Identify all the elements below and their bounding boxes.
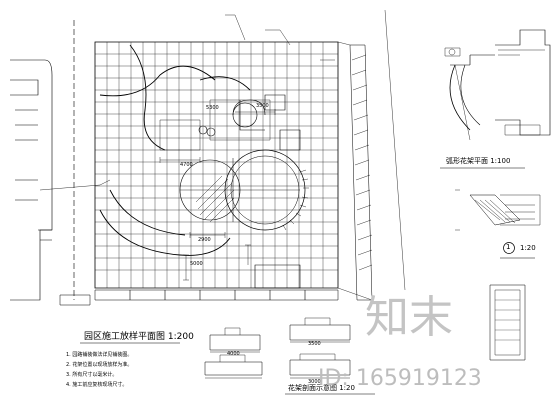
detail-arc-plan bbox=[444, 29, 551, 141]
detail-plan-title: 弧形花架平面 1:100 bbox=[446, 157, 511, 165]
dimension-lines bbox=[159, 109, 276, 281]
note-line: 2. 花架位置以现场放样为准。 bbox=[66, 362, 133, 368]
dimension-label: 5000 bbox=[190, 261, 203, 267]
paving-grid bbox=[95, 42, 338, 288]
note-line: 4. 施工前应复核现场尺寸。 bbox=[66, 382, 128, 388]
curved-paths bbox=[99, 44, 251, 256]
leader-lines bbox=[39, 14, 335, 191]
structure-boxes bbox=[159, 94, 301, 289]
site-boundary bbox=[94, 41, 339, 289]
column-detail bbox=[489, 284, 526, 361]
diagonal-strip bbox=[337, 9, 406, 301]
note-line: 3. 所有尺寸以毫米计。 bbox=[66, 372, 118, 378]
pergola-ring bbox=[282, 169, 309, 231]
hatch-area bbox=[195, 175, 235, 223]
building-outline bbox=[10, 59, 53, 301]
dimension-label: 4700 bbox=[180, 162, 193, 168]
section-number: 1 bbox=[506, 243, 511, 251]
dimension-label: 3500 bbox=[308, 341, 321, 347]
detail2-scale: 1:20 bbox=[520, 244, 536, 252]
section-marker-circle bbox=[503, 242, 515, 254]
section-drawings bbox=[204, 317, 351, 379]
dimension-label: 5300 bbox=[206, 105, 219, 111]
detail-stair-plan bbox=[455, 189, 541, 231]
spiral-structure bbox=[209, 99, 271, 141]
note-line: 1. 园路铺装做法详见铺装图。 bbox=[66, 352, 133, 358]
title-underlines bbox=[80, 167, 535, 395]
watermark-id-text: ID: 165919123 bbox=[318, 366, 482, 391]
watermark-logo-text: 知末 bbox=[365, 292, 453, 343]
section-title: 花架剖面示意图 1:20 bbox=[288, 384, 355, 392]
dimension-label: 4000 bbox=[227, 351, 240, 357]
bottom-wall bbox=[59, 289, 339, 306]
dimension-label: 2900 bbox=[198, 237, 211, 243]
main-plan-title: 园区施工放样平面图 1:200 bbox=[84, 332, 194, 342]
dimension-label: 3500 bbox=[256, 103, 269, 109]
dimension-label: 3000 bbox=[308, 379, 321, 385]
